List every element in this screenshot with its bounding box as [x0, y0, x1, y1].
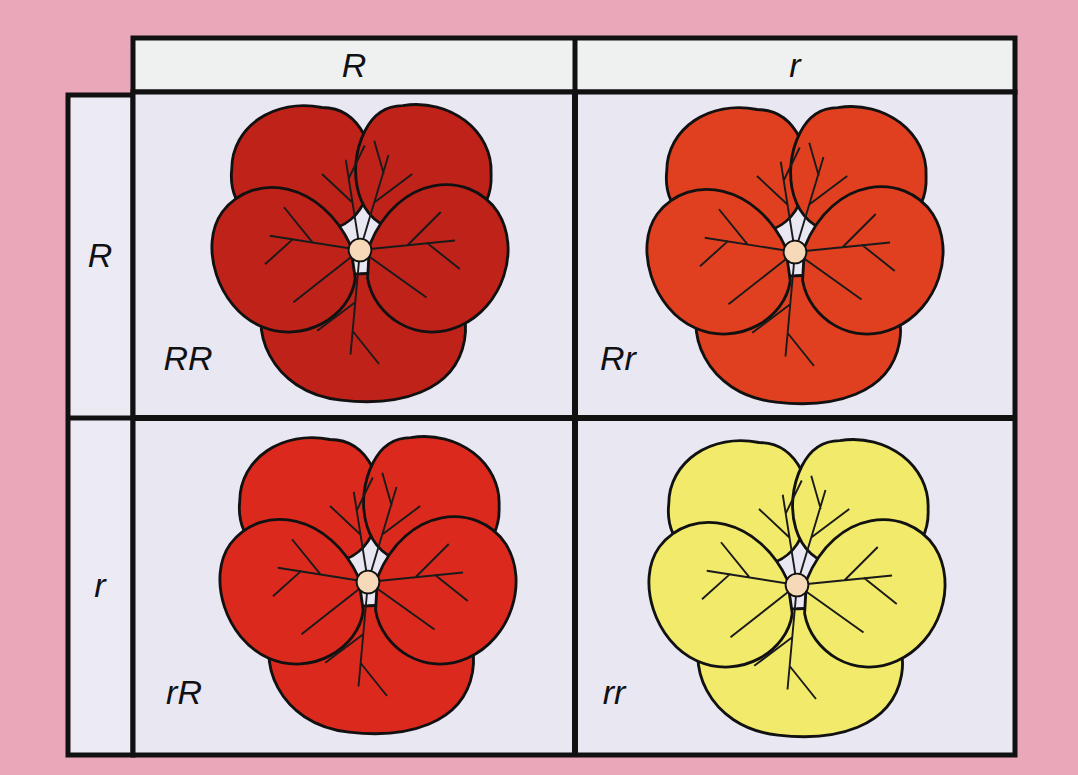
genotype-label: rR	[166, 675, 202, 709]
genotype-label: rr	[603, 675, 626, 709]
row-allele: R	[88, 238, 113, 272]
column-allele: R	[342, 48, 367, 82]
genotype-label: Rr	[600, 341, 636, 375]
column-allele: r	[789, 48, 800, 82]
row-allele: r	[94, 568, 105, 602]
genotype-label: RR	[163, 341, 212, 375]
